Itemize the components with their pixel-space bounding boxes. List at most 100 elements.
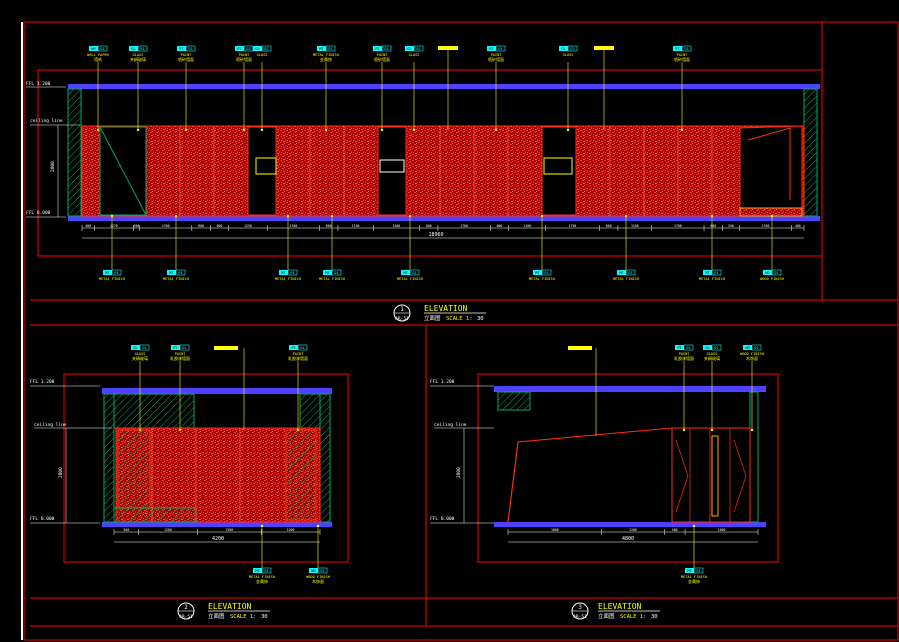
view1-top-tag-code: PT (179, 47, 184, 51)
view1-top-tag-num: 01 (684, 47, 688, 51)
view1-top-tag-num: 02 (246, 47, 250, 51)
view2-title-ref: AR-51 (179, 614, 193, 620)
view1-top-tag-code-box (177, 46, 186, 51)
view3-border (477, 373, 779, 563)
view1-title: ELEVATION (424, 304, 468, 313)
view2-dim-value: 1200 (164, 528, 172, 532)
view2-bottom-tag-code: MT (255, 569, 260, 573)
view1-dim-value: 1700 (162, 224, 170, 228)
view1-top-tag-cn: 喷砂墙面 (674, 56, 690, 62)
view1-bottom-tag-code-box (617, 270, 626, 275)
view1-top-leader-dot (242, 128, 246, 132)
view2-overall-dim: 4200 (212, 536, 224, 542)
view2-top-tag-num-box (179, 344, 190, 351)
view1-top-leader-dot (136, 128, 140, 132)
view1-top-tag-cn: 喷砂墙面 (488, 56, 504, 62)
view1-bench-outline (747, 127, 791, 200)
view1-overall-dim: 18960 (428, 232, 443, 238)
view1-top-tag-code-box (235, 46, 244, 51)
view1-wall-panel (81, 125, 805, 217)
view1-bottom-tag-code-box (279, 270, 288, 275)
view3-top-tag-cn: 乳胶漆墙面 (674, 355, 694, 361)
view1-top-leader-dot (260, 128, 264, 132)
view2-bottom-tag-num-box (261, 567, 272, 574)
view1-top-tag-num: 01 (498, 47, 502, 51)
view1-bottom-leader-dot (286, 214, 290, 218)
view1-top-tag-label: PAINT (181, 53, 193, 57)
view1-top-tag-num-box (495, 45, 506, 52)
view1-bottom-tag-label: METAL FINISH (613, 277, 639, 281)
view1-title-block: 1 AR-51 ELEVATION 立面图 SCALE 1: 30 (393, 304, 486, 322)
elevation-view-1: FFL 3.200 ceiling line FFL 0.000 2800 18… (26, 45, 823, 322)
view1-top-leader-dot (324, 128, 328, 132)
view2-top-tag-code: PT (173, 346, 178, 350)
view1-top-tag-code-box (373, 46, 382, 51)
view3-top-tag-num: 01 (754, 346, 758, 350)
view1-top-tag-num-box (137, 45, 148, 52)
view2-glass-panel (117, 429, 151, 509)
view2-bottom-tag-label: METAL FINISH (249, 575, 275, 579)
view3-top-tag-num-box (683, 344, 694, 351)
view3-door-details (675, 428, 747, 522)
view1-top-tag-label: GLASS (133, 53, 144, 57)
view1-bottom-tag-label: METAL FINISH (397, 277, 423, 281)
view1-top-tag-label: GLASS (409, 53, 420, 57)
view1-dim-value: 1700 (762, 224, 770, 228)
view2-bottom-leader-dot (316, 524, 320, 528)
view1-dim-value: 600 (710, 224, 716, 228)
view2-top-tag-num: 01 (142, 346, 146, 350)
view2-callout-bar (214, 346, 238, 350)
view1-top-tag-code: PT (675, 47, 680, 51)
view2-top-tag-code: PT (291, 346, 296, 350)
view1-opening-1 (247, 126, 277, 216)
view1-bottom-leader-dot (710, 214, 714, 218)
view3-dim-value: 1800 (551, 528, 559, 532)
view1-bottom-leader-dot (624, 214, 628, 218)
view2-title-number: 2 (184, 604, 188, 611)
view1-dim-value: 1500 (393, 224, 401, 228)
view2-border (63, 373, 349, 563)
view2-bottom-tag-code-box (309, 568, 318, 573)
view1-level-markers: FFL 3.200 ceiling line FFL 0.000 2800 (26, 81, 80, 218)
view3-top-tag-code-box (703, 345, 712, 350)
view1-dim-value: 200 (134, 224, 140, 228)
view1-top-tag-code-box (487, 46, 496, 51)
view1-top-tag-num-box (381, 45, 392, 52)
view3-door-handle (711, 435, 719, 517)
view1-bottom-tag-label: METAL FINISH (275, 277, 301, 281)
view2-bottom-tag-code-box (253, 568, 262, 573)
view1-top-tag-code-box (129, 46, 138, 51)
view1-top-leader-dot (412, 128, 416, 132)
view3-glass-door (671, 427, 751, 523)
view1-bottom-tag-code-box (763, 270, 772, 275)
view3-dim-value: 1200 (629, 528, 637, 532)
view3-scale-label: SCALE 1: (620, 614, 647, 620)
view1-dim-value: 1150 (352, 224, 360, 228)
view1-top-tag-code-box (317, 46, 326, 51)
view3-top-tag-code-box (743, 345, 752, 350)
view1-bottom-tag-num: 01 (114, 271, 118, 275)
view1-top-tag-code-box (673, 46, 682, 51)
view1-top-tag-code: PT (489, 47, 494, 51)
view1-bottom-leader-dot (110, 214, 114, 218)
view1-door-swing (99, 126, 147, 216)
view2-bottom-tag-label: WOOD FINISH (306, 575, 330, 579)
view3-bottom-tag-num: 01 (696, 569, 700, 573)
view3-top-leader-dot (710, 428, 714, 432)
